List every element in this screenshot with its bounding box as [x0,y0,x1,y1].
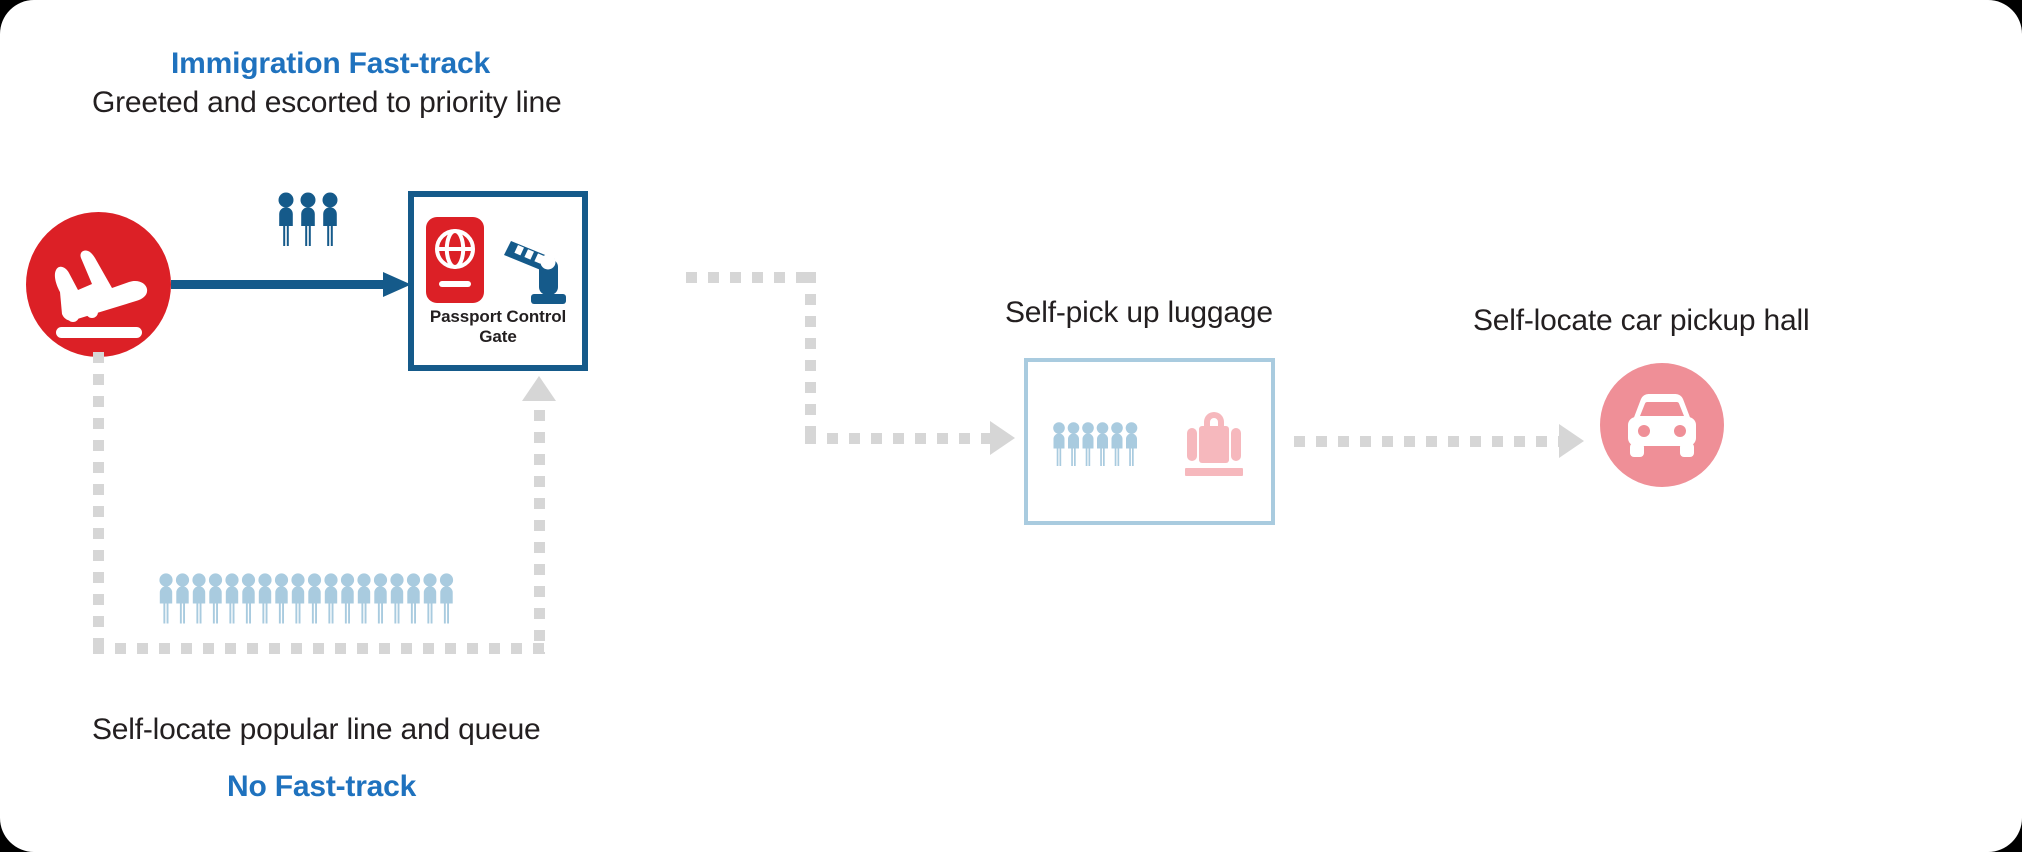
dotted-line-luggage-to-car [1294,436,1559,447]
dotted-arrow-into-car [1559,424,1584,458]
suitcase-on-belt-icon [1185,412,1243,476]
no-fast-track-title: No Fast-track [227,770,417,803]
dotted-line-queue-bottom [93,643,545,654]
self-locate-queue-subtitle: Self-locate popular line and queue [92,713,541,746]
dotted-line-gate-to-luggage-down [805,272,816,437]
boom-barrier-gate-icon [504,241,566,304]
six-people-icon [1053,422,1138,466]
fast-track-arrow [171,272,411,297]
gate-icon-group [426,217,566,304]
self-pick-up-luggage-box [1024,358,1275,525]
three-people-icon [278,192,338,246]
self-pick-up-luggage-label: Self-pick up luggage [1005,296,1273,329]
dotted-line-gate-to-luggage-top [686,272,816,283]
car-front-icon [1628,393,1696,457]
passport-control-gate-box: Passport Control Gate [408,191,588,371]
dotted-line-gate-to-luggage-bottom [805,433,990,444]
self-locate-car-pickup-hall-label: Self-locate car pickup hall [1473,304,1810,337]
dotted-line-queue-up [534,410,545,654]
plane-landing-icon [54,250,148,338]
car-pickup-badge [1600,363,1724,487]
queue-of-people-icon [159,573,454,624]
dotted-arrow-up-to-gate [522,376,556,401]
arriving-plane-badge [26,212,171,357]
passport-control-gate-label: Passport Control Gate [429,307,567,346]
immigration-fast-track-title: Immigration Fast-track [171,47,491,80]
greeted-escorted-subtitle: Greeted and escorted to priority line [92,86,562,119]
dotted-arrow-into-luggage [990,421,1015,455]
dotted-line-plane-down [93,352,104,654]
passport-book-icon [426,217,484,303]
